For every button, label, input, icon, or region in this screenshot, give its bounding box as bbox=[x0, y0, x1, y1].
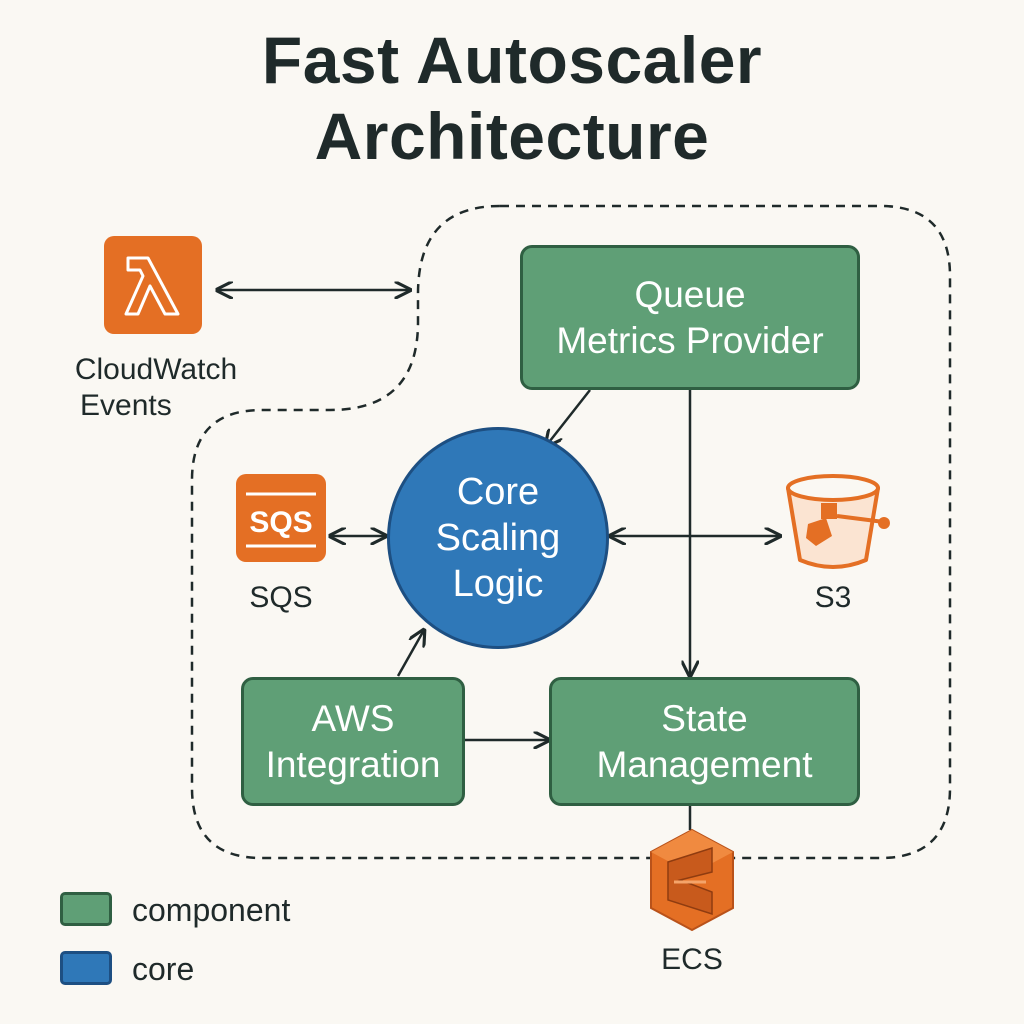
legend-core-label: core bbox=[132, 951, 195, 987]
cloudwatch-label-line-1: CloudWatch bbox=[74, 353, 238, 386]
sqs-icon: SQS bbox=[236, 474, 326, 562]
legend-core-swatch bbox=[60, 951, 112, 985]
lambda-icon bbox=[104, 236, 202, 334]
state-management-line-1: State bbox=[661, 697, 748, 739]
legend-component-swatch bbox=[60, 892, 112, 926]
title-line-1: Fast Autoscaler bbox=[261, 23, 763, 97]
arrow-metrics-to-core bbox=[546, 389, 591, 446]
core-line-3: Logic bbox=[452, 563, 544, 605]
core-line-2: Scaling bbox=[435, 517, 561, 559]
state-management-line-2: Management bbox=[596, 743, 813, 785]
cloudwatch-label: CloudWatch Events bbox=[56, 352, 256, 424]
title-line-2: Architecture bbox=[314, 99, 710, 173]
s3-label: S3 bbox=[814, 581, 852, 614]
diagram-title: Fast Autoscaler Architecture bbox=[0, 22, 1024, 174]
queue-metrics-line-2: Metrics Provider bbox=[556, 319, 824, 361]
ecs-label: ECS bbox=[661, 943, 723, 976]
s3-bucket-icon bbox=[786, 474, 890, 569]
ecs-icon bbox=[650, 828, 734, 932]
aws-integration-line-1: AWS bbox=[311, 697, 395, 739]
aws-integration-box[interactable]: AWS Integration bbox=[241, 677, 465, 806]
sqs-icon-text: SQS bbox=[249, 506, 312, 539]
queue-metrics-line-1: Queue bbox=[634, 273, 746, 315]
core-line-1: Core bbox=[456, 471, 540, 513]
arrow-aws-to-core bbox=[396, 630, 424, 677]
state-management-box[interactable]: State Management bbox=[549, 677, 860, 806]
cloudwatch-label-line-2: Events bbox=[80, 389, 172, 422]
sqs-label: SQS bbox=[249, 581, 313, 614]
aws-integration-line-2: Integration bbox=[265, 743, 441, 785]
core-scaling-logic-circle[interactable]: Core Scaling Logic bbox=[387, 427, 609, 649]
system-boundary bbox=[190, 204, 952, 860]
queue-metrics-provider-box[interactable]: Queue Metrics Provider bbox=[520, 245, 860, 390]
legend-component-label: component bbox=[132, 892, 291, 928]
